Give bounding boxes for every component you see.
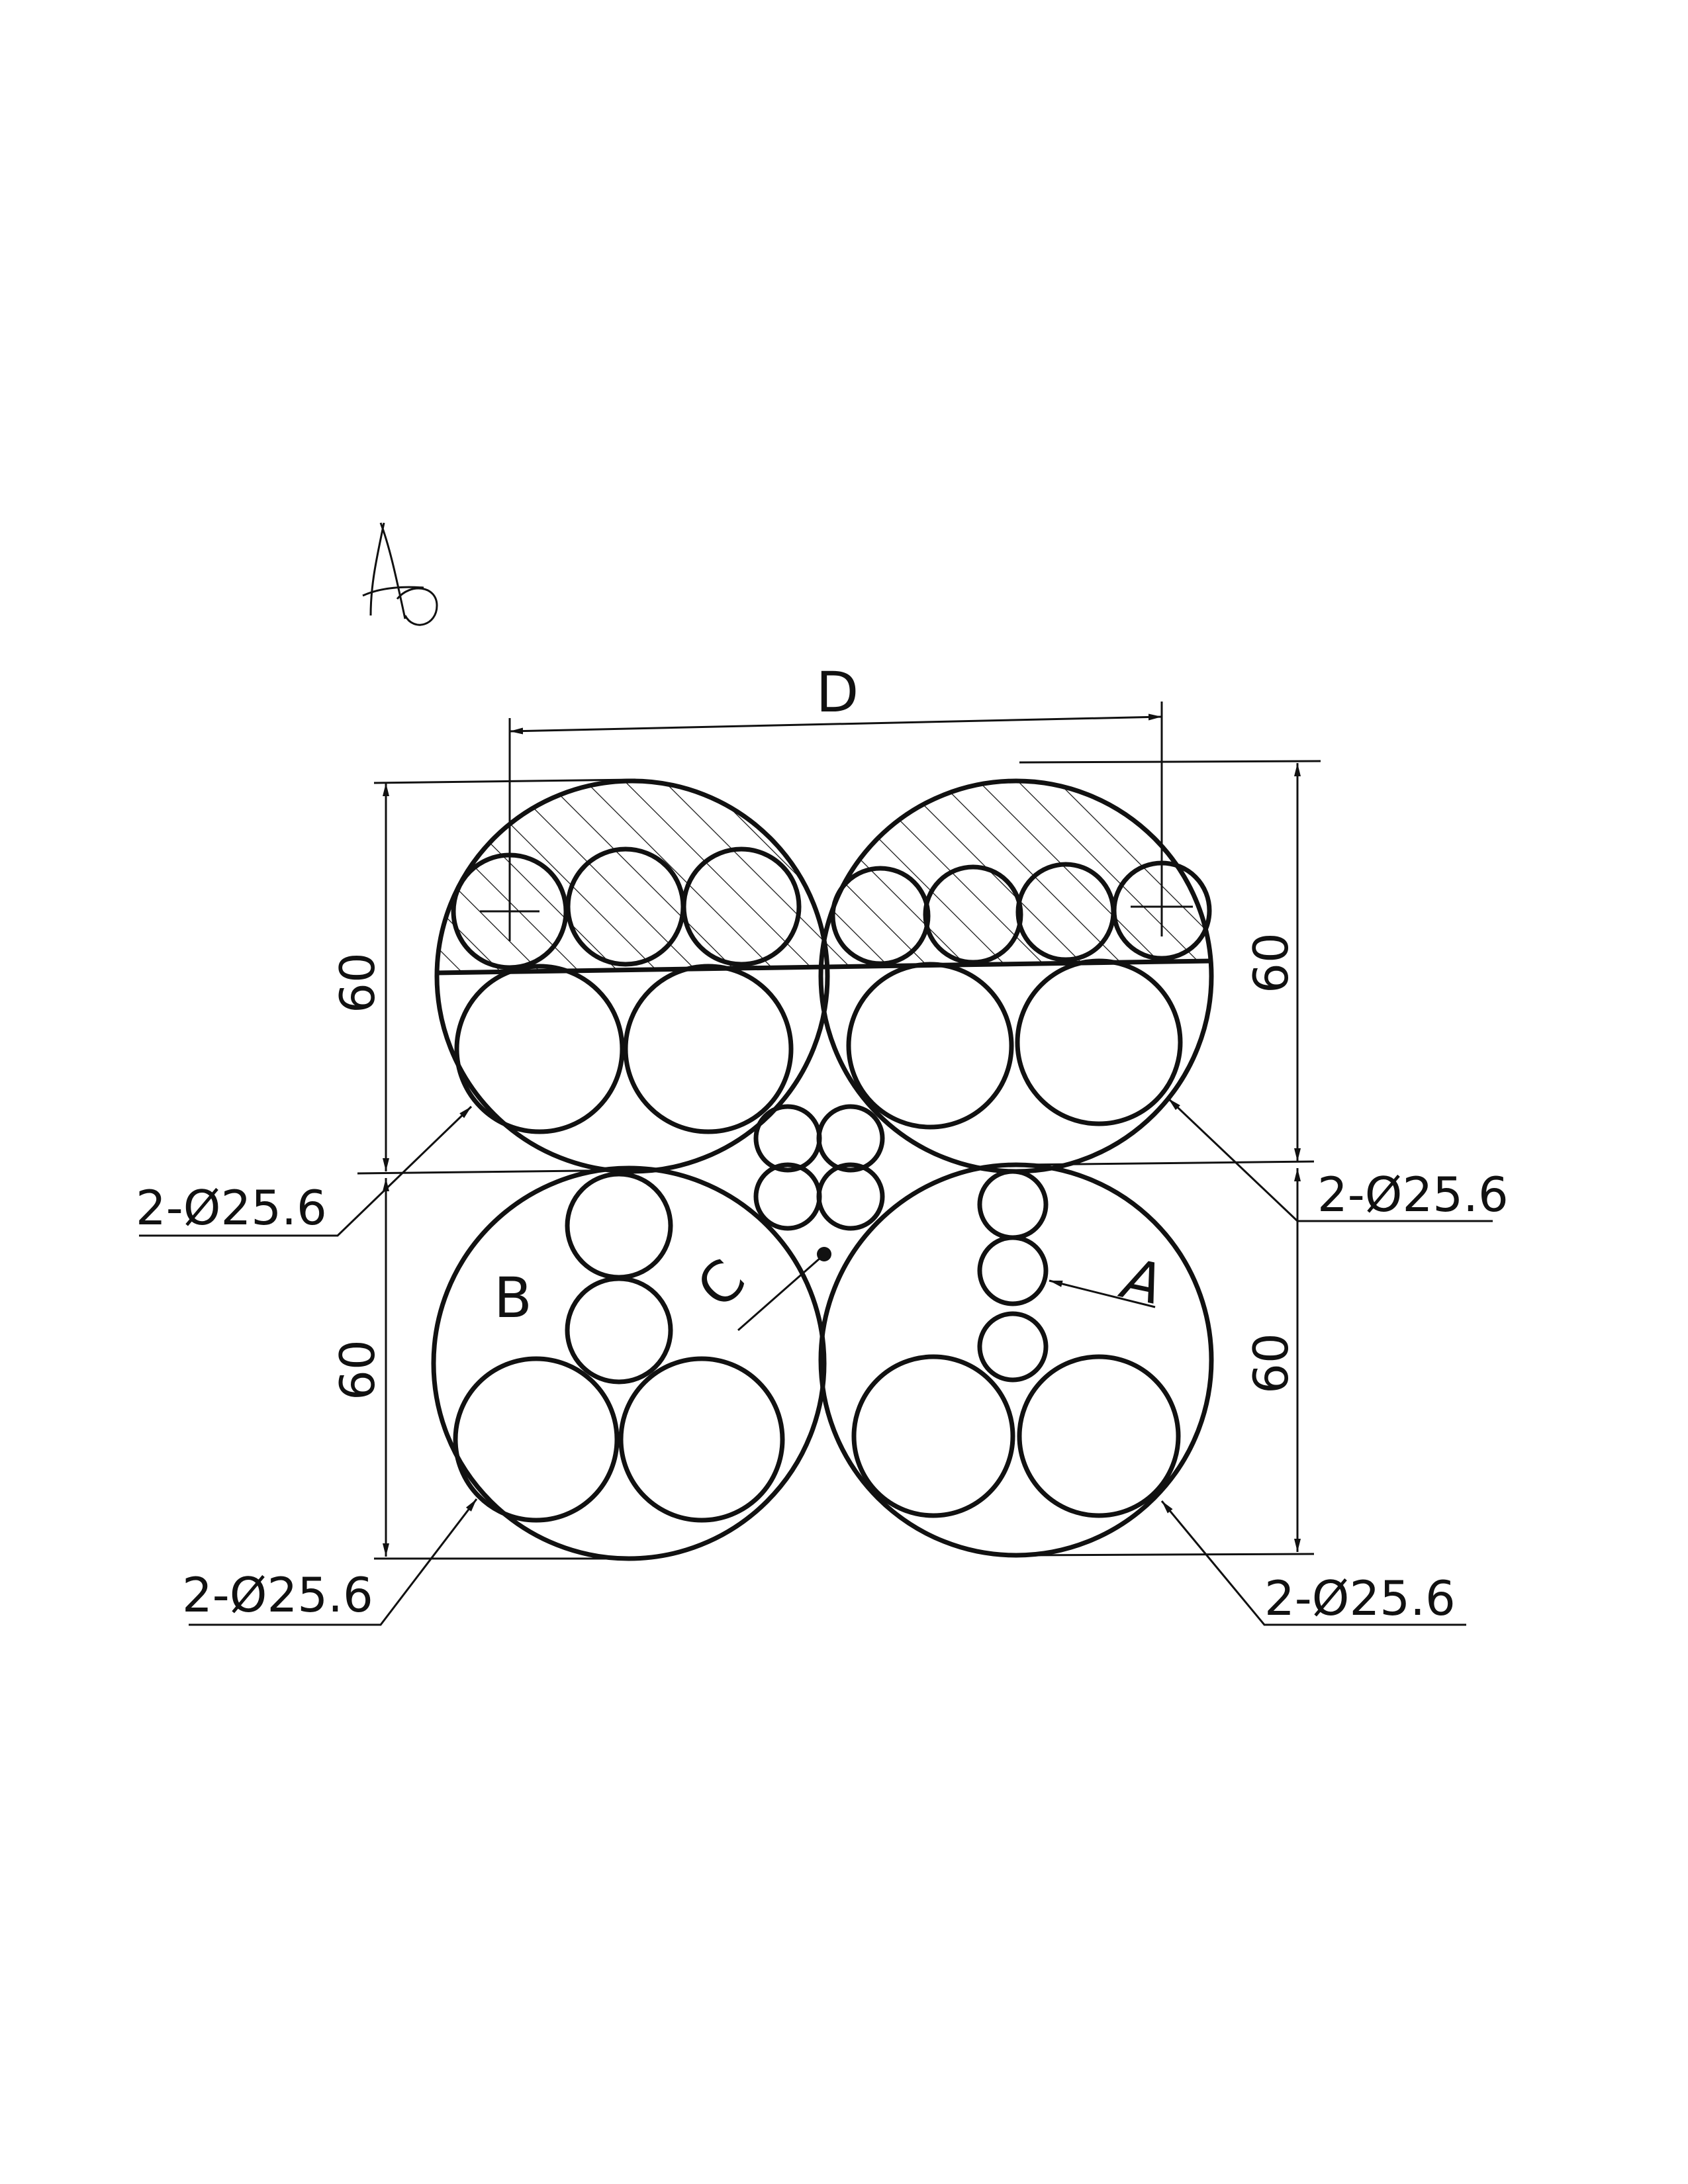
callout-diameter-1: 2-Ø25.6 <box>136 1105 473 1237</box>
dimension-right: 60 60 <box>1019 760 1321 1557</box>
svg-text:2-Ø25.6: 2-Ø25.6 <box>136 1180 327 1236</box>
height-label-top-left: 60 <box>330 952 385 1013</box>
circle-bottom-right <box>818 1162 1214 1558</box>
circle-bottom-left <box>431 1165 827 1561</box>
callout-diameter-4: 2-Ø25.6 <box>1160 1500 1466 1626</box>
part-label-c-group: C <box>684 1247 821 1332</box>
dimension-d: D <box>508 660 1163 917</box>
circle-top-left <box>434 778 830 1174</box>
height-label-top-right: 60 <box>1243 933 1299 993</box>
dimension-d-label: D <box>816 660 859 725</box>
part-label-a-group: A <box>1049 1246 1168 1318</box>
part-label-c: C <box>684 1247 758 1320</box>
part-label-b: B <box>494 1265 532 1330</box>
svg-text:2-Ø25.6: 2-Ø25.6 <box>1264 1570 1456 1626</box>
callout-diameter-3: 2-Ø25.6 <box>182 1498 478 1626</box>
callout-diameter-2: 2-Ø25.6 <box>1167 1097 1509 1222</box>
dimension-left: 60 60 <box>330 778 636 1560</box>
svg-text:2-Ø25.6: 2-Ø25.6 <box>1317 1167 1509 1222</box>
split-line <box>436 958 1212 976</box>
circle-top-right <box>818 778 1214 1174</box>
handwritten-mark: A <box>362 522 438 626</box>
height-label-bottom-left: 60 <box>330 1340 385 1400</box>
center-cluster <box>753 1104 885 1261</box>
height-label-bottom-right: 60 <box>1243 1333 1299 1394</box>
svg-text:2-Ø25.6: 2-Ø25.6 <box>182 1567 373 1623</box>
part-label-a: A <box>1114 1246 1168 1318</box>
